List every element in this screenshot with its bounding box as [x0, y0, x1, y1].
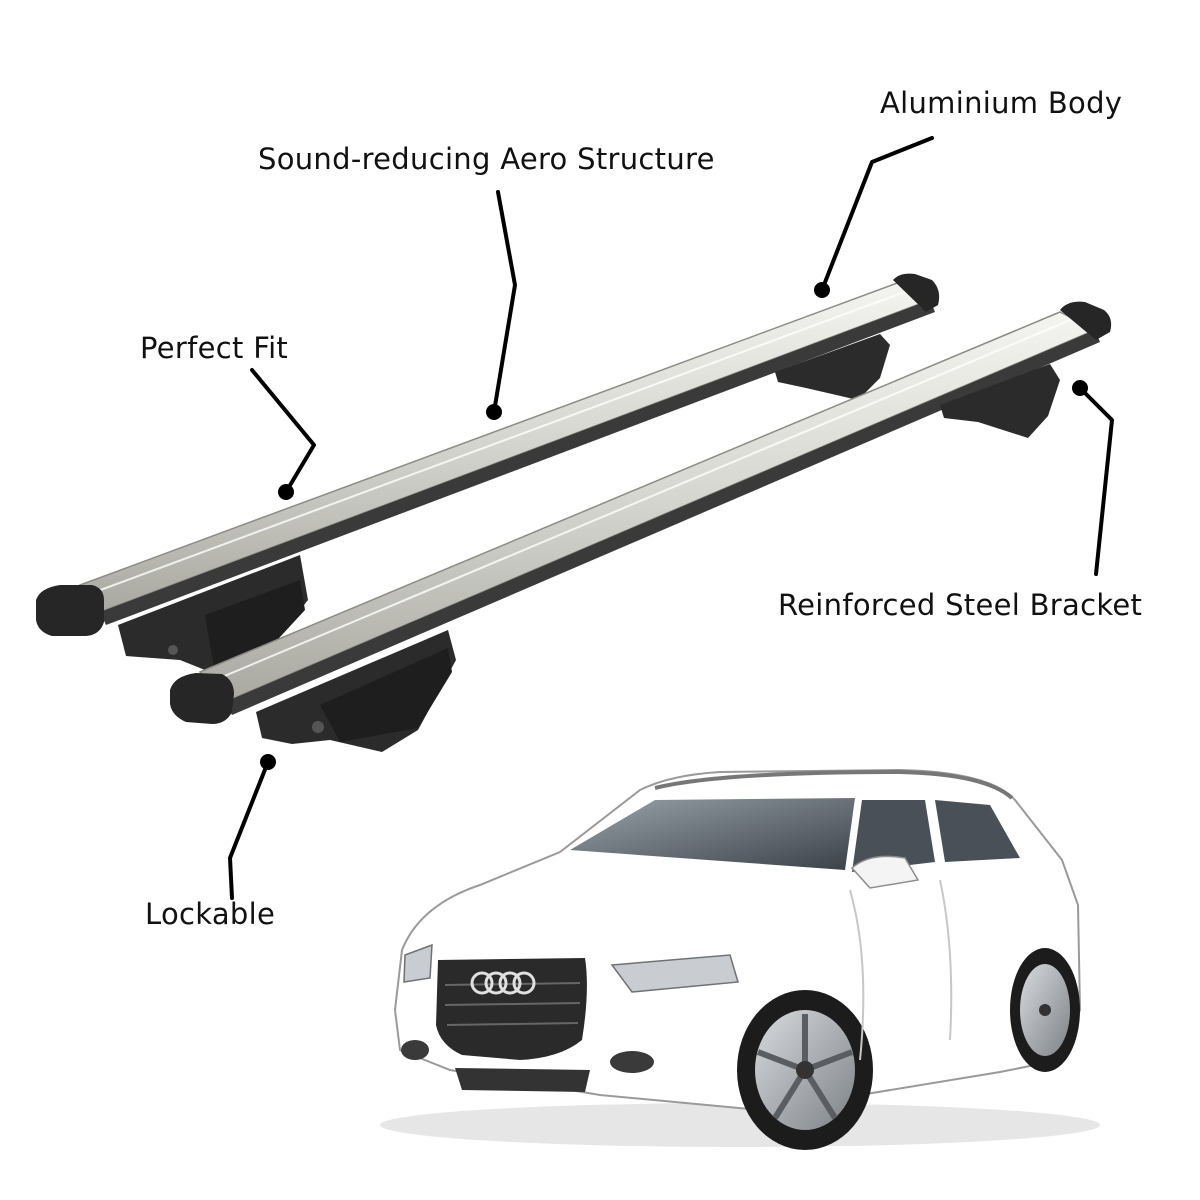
label-perfect-fit: Perfect Fit: [140, 331, 289, 365]
front-wheel: [737, 990, 873, 1150]
callout-line-steel-bracket: [1078, 386, 1114, 576]
headlight: [403, 943, 433, 983]
callout-line-perfect-fit: [250, 368, 316, 494]
callout-dot: [1072, 380, 1088, 396]
windshield: [570, 798, 855, 870]
headlight: [610, 954, 739, 993]
fog-lamp: [610, 1051, 654, 1073]
callout-line-aluminium: [820, 136, 934, 292]
side-window: [935, 800, 1020, 862]
end-cap: [1060, 301, 1112, 340]
label-lockable: Lockable: [145, 897, 276, 931]
callout-line-aero: [492, 190, 517, 414]
bracket: [940, 364, 1060, 438]
label-steel-bracket: Reinforced Steel Bracket: [778, 588, 1143, 622]
side-mirror: [850, 855, 920, 889]
four-rings-logo-icon: [470, 971, 536, 995]
label-aero-structure: Sound-reducing Aero Structure: [258, 142, 715, 176]
suv-car: [380, 768, 1100, 1150]
callout-dot: [486, 404, 502, 420]
callout-dot: [278, 484, 294, 500]
rear-wheel: [1010, 948, 1080, 1072]
fog-lamp: [401, 1040, 429, 1060]
lock-icon: [168, 645, 178, 655]
side-window: [852, 800, 935, 872]
end-cap: [170, 673, 234, 724]
rear-roof-bar: [36, 273, 940, 672]
callout-dot: [260, 754, 276, 770]
end-cap: [893, 273, 940, 312]
end-cap: [36, 585, 104, 636]
lock-icon: [312, 721, 324, 733]
bracket: [775, 334, 890, 400]
front-roof-bar: [168, 301, 1112, 752]
callout-dot: [814, 282, 830, 298]
lower-intake: [455, 1068, 590, 1092]
callout-line-lockable: [228, 760, 270, 900]
label-aluminium-body: Aluminium Body: [880, 86, 1123, 120]
